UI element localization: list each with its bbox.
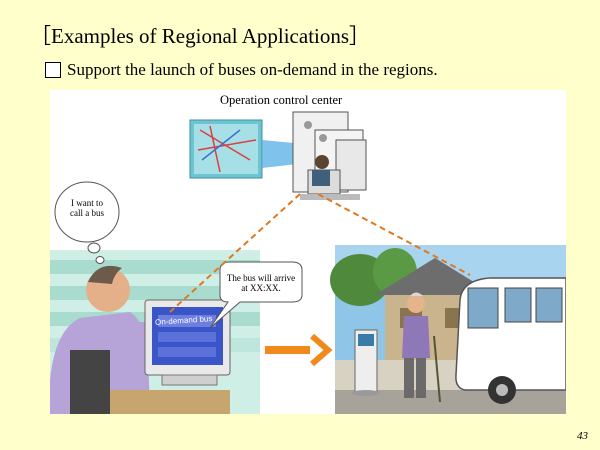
reply-bubble-text: The bus will arrive at XX:XX. (226, 273, 296, 294)
person-waiting (402, 292, 441, 403)
control-center-label: Operation control center (220, 93, 343, 107)
page-number: 43 (577, 430, 588, 442)
control-center (189, 111, 367, 200)
bus-stop-terminal (352, 329, 380, 396)
bus (455, 277, 566, 404)
illustration-svg (50, 111, 566, 414)
bullet-text: Support the launch of buses on-demand in… (67, 60, 438, 79)
flow-arrow-icon (265, 333, 333, 367)
thought-bubble-text: I want to call a bus (70, 198, 104, 219)
person-at-computer (50, 265, 231, 414)
thought-bubble (54, 181, 120, 264)
communication-links (169, 193, 471, 313)
slide-title: ［Examples of Regional Applications］ (30, 24, 371, 48)
checkbox-icon (45, 62, 61, 78)
illustration-panel: Operation control center I want to call … (50, 90, 566, 414)
bullet-point: Support the launch of buses on-demand in… (45, 60, 438, 80)
reply-bubble (209, 261, 303, 329)
